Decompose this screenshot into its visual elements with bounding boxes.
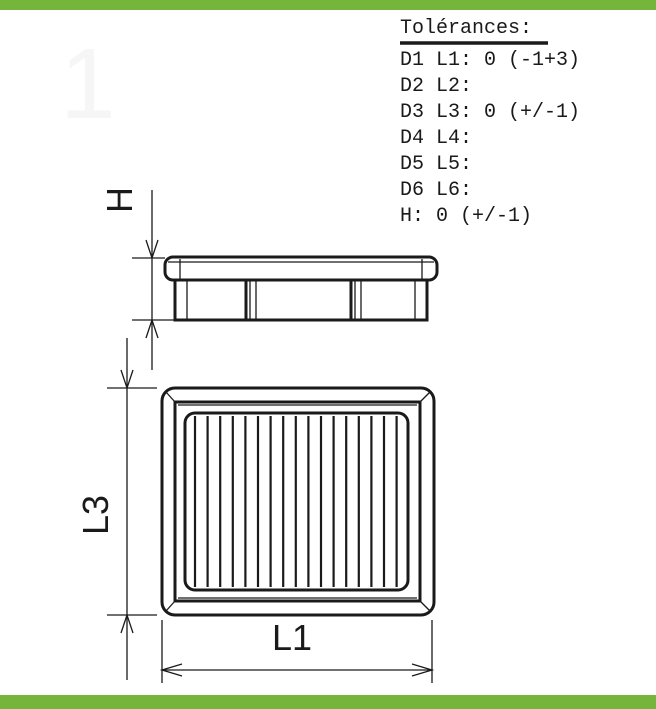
width-label: L1 bbox=[272, 617, 312, 658]
height-dimension: H bbox=[99, 187, 175, 370]
filter-side-view bbox=[163, 255, 439, 322]
top-green-band bbox=[0, 0, 656, 10]
width-dimension: L1 bbox=[159, 617, 435, 683]
tolerance-line: D3 L3: 0 (+/-1) bbox=[400, 101, 580, 124]
length-dimension: L3 bbox=[75, 338, 157, 680]
tolerance-line: H: 0 (+/-1) bbox=[400, 205, 532, 228]
bottom-green-band bbox=[0, 695, 656, 709]
tolerance-line: D5 L5: bbox=[400, 153, 472, 176]
watermark-number: 1 bbox=[60, 28, 116, 140]
tolerances-block: Tolérances: D1 L1: 0 (-1+3) D2 L2: D3 L3… bbox=[400, 17, 580, 228]
tolerance-line: D2 L2: bbox=[400, 75, 472, 98]
length-label: L3 bbox=[75, 495, 116, 535]
pleat-lines bbox=[193, 416, 398, 587]
tolerances-title: Tolérances: bbox=[400, 17, 532, 40]
tolerance-line: D1 L1: 0 (-1+3) bbox=[400, 49, 580, 72]
tolerance-line: D6 L6: bbox=[400, 179, 472, 202]
tolerance-line: D4 L4: bbox=[400, 127, 472, 150]
height-label: H bbox=[99, 187, 140, 213]
filter-top-view bbox=[160, 386, 436, 617]
